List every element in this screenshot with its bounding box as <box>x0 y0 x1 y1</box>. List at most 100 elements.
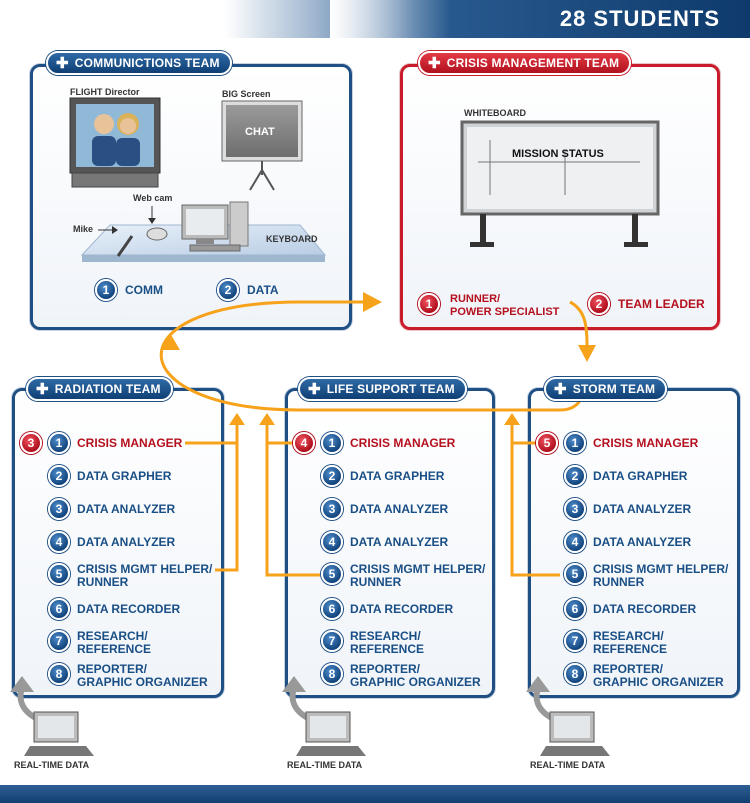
team-tab: ✚ RADIATION TEAM <box>26 377 173 401</box>
role-label: DATA GRAPHER <box>77 469 172 483</box>
realtime-data-label: REAL-TIME DATA <box>287 760 363 770</box>
crisis-management-title: CRISIS MANAGEMENT TEAM <box>446 56 620 70</box>
role-number: 2 <box>564 465 586 487</box>
plus-icon: ✚ <box>56 55 69 72</box>
realtime-data-label: REAL-TIME DATA <box>14 760 90 770</box>
comm-role-label: COMM <box>125 283 163 297</box>
radiation-team-panel <box>12 388 224 698</box>
students-count: 28 STUDENTS <box>559 6 720 31</box>
mission-status-label: MISSION STATUS <box>512 148 604 160</box>
role-number: 8 <box>48 663 70 685</box>
crisis-management-panel <box>400 64 720 330</box>
role-label: REPORTER/ GRAPHIC ORGANIZER <box>350 662 481 689</box>
role-number: 7 <box>321 630 343 652</box>
team-leader-role-label: TEAM LEADER <box>618 297 705 311</box>
runner-role-number: 1 <box>418 293 440 315</box>
plus-icon: ✚ <box>554 381 567 398</box>
role-label: DATA GRAPHER <box>593 469 688 483</box>
role-label: RESEARCH/ REFERENCE <box>593 629 668 656</box>
role-number: 8 <box>564 663 586 685</box>
role-label: DATA RECORDER <box>77 602 181 616</box>
communications-title: COMMUNICTIONS TEAM <box>74 56 220 70</box>
role-label: DATA RECORDER <box>593 602 697 616</box>
role-label: CRISIS MGMT HELPER/ RUNNER <box>350 562 486 589</box>
role-label: DATA ANALYZER <box>77 535 176 549</box>
plus-icon: ✚ <box>308 381 321 398</box>
keyboard-label: KEYBOARD <box>266 234 318 244</box>
role-number: 8 <box>321 663 343 685</box>
role-label: CRISIS MANAGER <box>77 436 183 450</box>
team-tab: ✚ STORM TEAM <box>544 377 668 401</box>
footer-bar <box>0 785 750 803</box>
role-number: 6 <box>564 598 586 620</box>
role-number: 1 <box>321 432 343 454</box>
role-label: DATA RECORDER <box>350 602 454 616</box>
role-number: 3 <box>564 498 586 520</box>
whiteboard-icon <box>460 120 660 247</box>
role-number: 5 <box>48 563 70 585</box>
role-number: 5 <box>321 563 343 585</box>
role-label: DATA ANALYZER <box>593 535 692 549</box>
chat-label: CHAT <box>245 126 275 138</box>
role-label: DATA GRAPHER <box>350 469 445 483</box>
role-label: DATA ANALYZER <box>350 502 449 516</box>
role-label: CRISIS MANAGER <box>350 436 456 450</box>
realtime-computer-icon <box>10 676 94 756</box>
role-label: DATA ANALYZER <box>350 535 449 549</box>
role-number: 3 <box>48 498 70 520</box>
role-number: 6 <box>321 598 343 620</box>
role-number: 6 <box>48 598 70 620</box>
realtime-data-label: REAL-TIME DATA <box>530 760 606 770</box>
big-screen-icon <box>221 100 303 191</box>
team-tab: ✚ LIFE SUPPORT TEAM <box>298 377 467 401</box>
webcam-label: Web cam <box>133 193 173 203</box>
role-number: 1 <box>564 432 586 454</box>
role-number: 5 <box>564 563 586 585</box>
team-title: LIFE SUPPORT TEAM <box>326 382 455 396</box>
flight-director-label: FLIGHT Director <box>70 87 140 97</box>
role-label: REPORTER/ GRAPHIC ORGANIZER <box>593 662 724 689</box>
big-screen-label: BIG Screen <box>222 89 271 99</box>
role-label: DATA ANALYZER <box>77 502 176 516</box>
team-leader-role-number: 2 <box>588 293 610 315</box>
data-role-number: 2 <box>217 279 239 301</box>
data-role-label: DATA <box>247 283 279 297</box>
team-title: RADIATION TEAM <box>54 382 161 396</box>
role-number: 1 <box>48 432 70 454</box>
role-number: 4 <box>321 531 343 553</box>
life-support-team-panel <box>285 388 495 698</box>
role-number: 2 <box>321 465 343 487</box>
realtime-computer-icon <box>526 676 610 756</box>
role-number: 3 <box>321 498 343 520</box>
flow-connectors <box>159 300 589 577</box>
runner-role-label: RUNNER/ POWER SPECIALIST <box>450 293 560 318</box>
role-number: 2 <box>48 465 70 487</box>
role-label: RESEARCH/ REFERENCE <box>77 629 152 656</box>
team-title: STORM TEAM <box>572 382 656 396</box>
crisis-manager-badge: 3 <box>20 432 42 454</box>
arrowhead-icon <box>160 292 596 425</box>
communications-tab: ✚ COMMUNICTIONS TEAM <box>46 51 232 75</box>
role-label: REPORTER/ GRAPHIC ORGANIZER <box>77 662 208 689</box>
role-label: CRISIS MGMT HELPER/ RUNNER <box>77 562 213 589</box>
crisis-manager-badge: 4 <box>293 432 315 454</box>
plus-icon: ✚ <box>428 55 441 72</box>
header-bar: 28 STUDENTS <box>0 0 750 38</box>
realtime-computer-icon <box>282 676 366 756</box>
crisis-manager-badge: 5 <box>536 432 558 454</box>
role-number: 7 <box>48 630 70 652</box>
role-number: 4 <box>48 531 70 553</box>
role-number: 7 <box>564 630 586 652</box>
role-label: CRISIS MGMT HELPER/ RUNNER <box>593 562 729 589</box>
plus-icon: ✚ <box>36 381 49 398</box>
desk-computer-icon <box>80 201 327 262</box>
comm-role-number: 1 <box>95 279 117 301</box>
role-label: DATA ANALYZER <box>593 502 692 516</box>
whiteboard-label: WHITEBOARD <box>464 108 526 118</box>
role-label: CRISIS MANAGER <box>593 436 699 450</box>
mike-label: Mike <box>73 224 94 234</box>
crisis-management-tab: ✚ CRISIS MANAGEMENT TEAM <box>418 51 632 75</box>
role-label: RESEARCH/ REFERENCE <box>350 629 425 656</box>
